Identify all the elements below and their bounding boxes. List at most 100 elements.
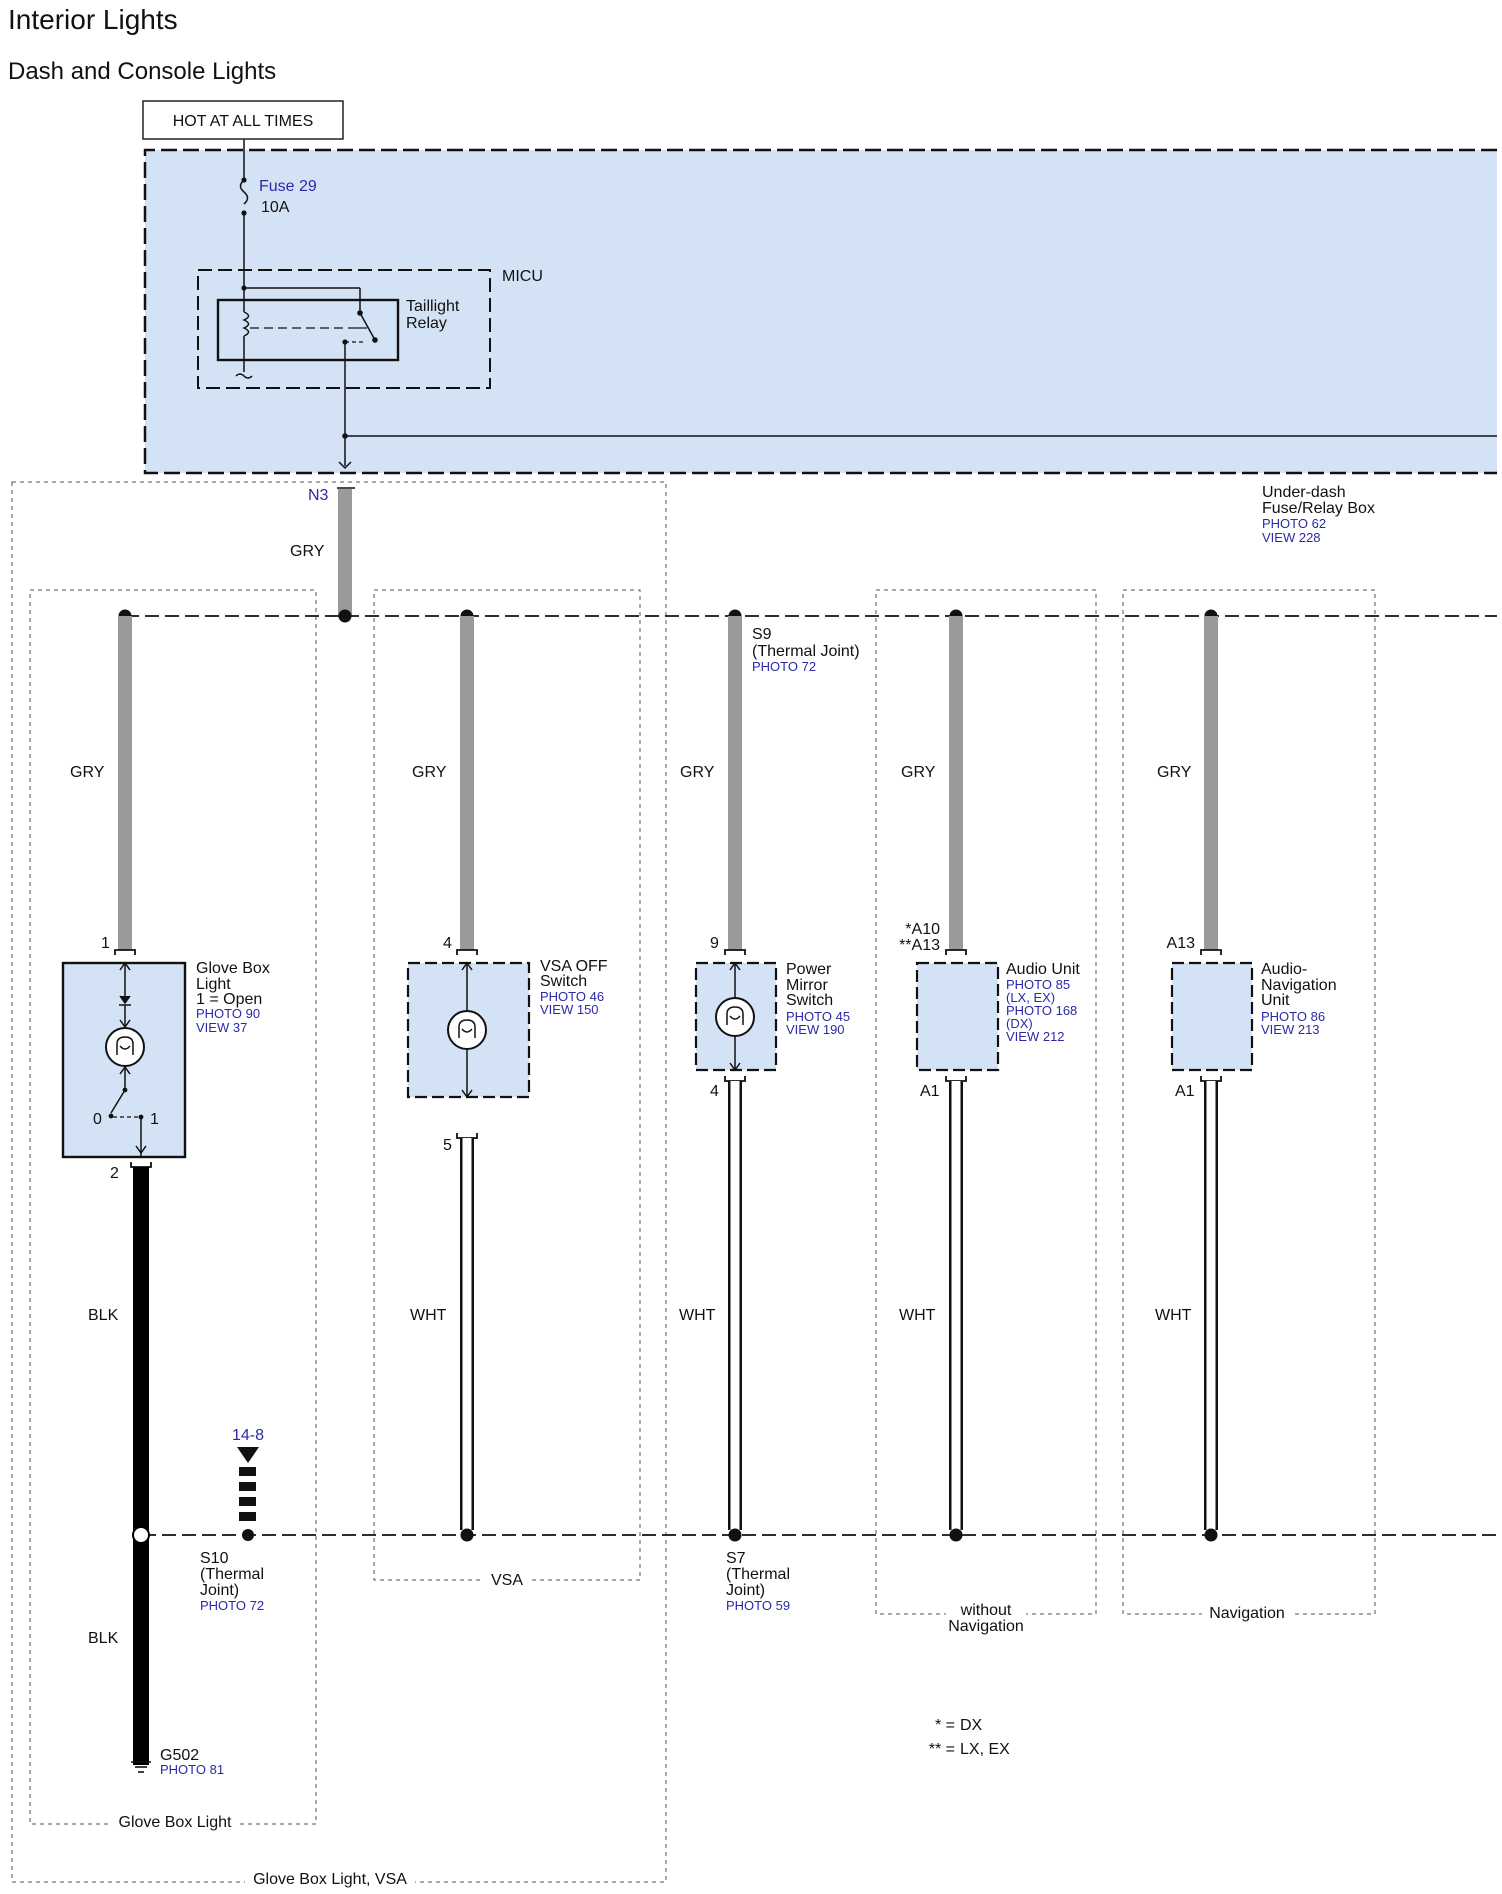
glove-pin-bottom: 2: [110, 1165, 119, 1182]
audio-photo-2-note: (DX): [1006, 1016, 1033, 1031]
ground-name: G502: [160, 1747, 199, 1764]
ref-connector-icon: [239, 1467, 256, 1476]
fuse-icon: [239, 179, 249, 205]
label-bg: [1202, 1603, 1292, 1623]
group-vsa: [373, 589, 641, 1581]
note-2-value: LX, EX: [960, 1741, 1010, 1758]
fuse-box-view: VIEW 228: [1262, 530, 1321, 545]
audio-pin-bottom: A1: [920, 1083, 940, 1100]
glove-name-1: Glove Box: [196, 960, 270, 977]
group-label-glove: Glove Box Light: [119, 1814, 233, 1831]
label-bg: [482, 1570, 532, 1590]
relay-coil-icon: [242, 311, 250, 337]
glove-name-2: Light: [196, 976, 231, 993]
splice-point: [949, 1528, 963, 1542]
ref-arrow-label: 14-8: [232, 1427, 264, 1444]
audio-top-wire-color: GRY: [901, 764, 936, 781]
fuse-box-name-1: Under-dash: [1262, 484, 1346, 501]
bulb-filament-icon: [729, 1015, 741, 1020]
mirror-name-2: Mirror: [786, 977, 828, 994]
mirror-view: VIEW 190: [786, 1022, 845, 1037]
s7-photo: PHOTO 59: [726, 1598, 790, 1613]
ref-connector-icon: [239, 1512, 256, 1521]
glove-top-wire-color: GRY: [70, 764, 105, 781]
fuse-relay-box: [143, 148, 1497, 475]
glove-photo: PHOTO 90: [196, 1006, 260, 1021]
hot-at-all-times-label: HOT AT ALL TIMES: [173, 113, 314, 130]
nav-name-2: Navigation: [1261, 977, 1337, 994]
mirror-pin-top: 9: [710, 935, 719, 952]
glove-bottom-wire-color: BLK: [88, 1307, 119, 1324]
splice-point: [460, 1528, 474, 1542]
audio-pin-top-2: **A13: [899, 937, 940, 954]
vsa-pin-bottom: 5: [443, 1137, 452, 1154]
group-label-navigation: Navigation: [1209, 1605, 1285, 1622]
bulb-filament-icon: [458, 1019, 476, 1038]
relay-label-1: Taillight: [406, 298, 460, 315]
audio-navigation-unit-component: [1170, 961, 1254, 1072]
mirror-name-3: Switch: [786, 992, 833, 1009]
micu-box: [197, 269, 491, 389]
door-switch-arm: [110, 1089, 126, 1114]
fuse-box-photo: PHOTO 62: [1262, 516, 1326, 531]
connector-cap: [945, 949, 967, 955]
vsa-photo: PHOTO 46: [540, 989, 604, 1004]
fuse-rating: 10A: [261, 199, 290, 216]
arrow-icon: [119, 1065, 131, 1075]
group-label-vsa: VSA: [491, 1572, 523, 1589]
ground-terminal: [135, 1749, 147, 1761]
mirror-bottom-wire-color: WHT: [679, 1307, 716, 1324]
page-subtitle: Dash and Console Lights: [8, 58, 276, 85]
audio-photo-2: PHOTO 168: [1006, 1003, 1077, 1018]
connector-cap: [456, 1133, 478, 1139]
switch-pos-1: 1: [150, 1111, 159, 1128]
bulb-icon: [105, 1027, 145, 1067]
s9-name: S9: [752, 626, 772, 643]
connector-cap: [724, 1076, 746, 1082]
ref-arrow-icon: [237, 1447, 259, 1463]
main-wire-color: GRY: [290, 543, 325, 560]
ref-connector-icon: [239, 1497, 256, 1506]
arrow-icon: [729, 961, 741, 971]
bulb-filament-icon: [461, 1028, 473, 1033]
audio-unit-component: [915, 961, 1000, 1072]
group-label-glove-vsa: Glove Box Light, VSA: [253, 1871, 407, 1888]
arrow-icon: [461, 961, 473, 971]
mirror-photo: PHOTO 45: [786, 1009, 850, 1024]
connector-cap: [724, 949, 746, 955]
s10-desc-1: (Thermal: [200, 1566, 264, 1583]
group-navigation: [1122, 589, 1376, 1615]
arrow-icon: [119, 961, 131, 971]
relay-contact: [372, 337, 378, 343]
vsa-pin-top: 4: [443, 935, 452, 952]
mirror-pin-bottom: 4: [710, 1083, 719, 1100]
note-1-value: DX: [960, 1717, 983, 1734]
arrow-icon: [729, 1062, 741, 1072]
audio-bottom-wire-color: WHT: [899, 1307, 936, 1324]
fuse-terminal: [241, 177, 247, 183]
fuse-name: Fuse 29: [259, 178, 317, 195]
arrow-icon: [119, 995, 131, 1005]
nav-name-3: Unit: [1261, 992, 1290, 1009]
connector-cap: [456, 949, 478, 955]
bulb-filament-icon: [726, 1006, 744, 1025]
connector-arrow-icon: [338, 461, 352, 470]
note-2-key: ** =: [929, 1741, 955, 1758]
s7-name: S7: [726, 1550, 746, 1567]
splice-point: [338, 609, 352, 623]
nav-top-wire-color: GRY: [1157, 764, 1192, 781]
mirror-name-1: Power: [786, 961, 832, 978]
nav-photo: PHOTO 86: [1261, 1009, 1325, 1024]
ground-photo: PHOTO 81: [160, 1762, 224, 1777]
taillight-relay: [216, 298, 400, 362]
glove-view: VIEW 37: [196, 1020, 247, 1035]
s7-desc-2: Joint): [726, 1582, 765, 1599]
bulb-filament-icon: [116, 1036, 134, 1055]
hot-at-all-times-box: [142, 100, 344, 140]
connector-n3: N3: [308, 487, 329, 504]
label-bg: [946, 1601, 1026, 1635]
connector-cap: [945, 1076, 967, 1082]
vsa-name-1: VSA OFF: [540, 958, 608, 975]
s7-splice-point: [728, 1528, 742, 1542]
